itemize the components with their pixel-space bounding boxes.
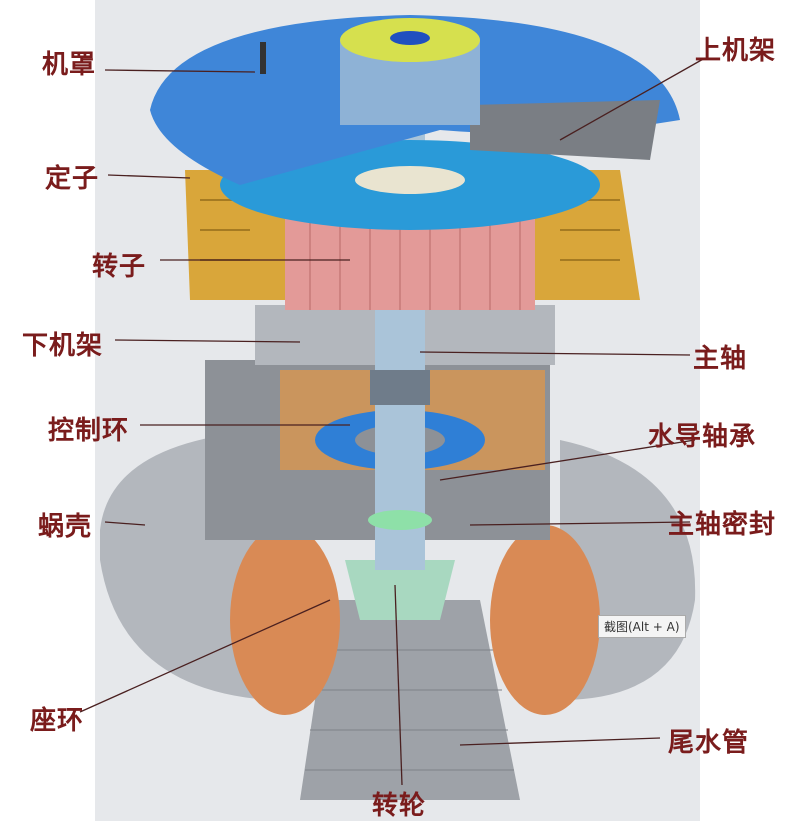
screenshot-tooltip: 截图(Alt + A) (598, 615, 686, 638)
label-spiral-case: 蜗壳 (38, 512, 93, 542)
shaft-seal (368, 510, 432, 530)
upper-bracket (470, 100, 660, 160)
label-stator: 定子 (45, 164, 100, 194)
label-rotor: 转子 (92, 252, 147, 282)
label-main-shaft: 主轴 (693, 344, 748, 374)
leader-lines (79, 57, 706, 786)
label-draft-tube: 尾水管 (668, 728, 750, 758)
label-water-guide-bearing: 水导轴承 (648, 422, 757, 452)
label-lower-bracket: 下机架 (22, 331, 104, 361)
shaft-coupling (370, 370, 430, 405)
label-upper-bracket: 上机架 (695, 36, 777, 66)
label-shaft-seal: 主轴密封 (668, 510, 777, 540)
label-runner: 转轮 (372, 791, 427, 821)
person-figure (260, 42, 266, 74)
label-stay-ring: 座环 (30, 706, 85, 736)
label-hood: 机罩 (42, 50, 97, 80)
label-control-ring: 控制环 (48, 416, 130, 446)
runner (345, 560, 455, 620)
spiral-case-right-section (490, 525, 600, 715)
